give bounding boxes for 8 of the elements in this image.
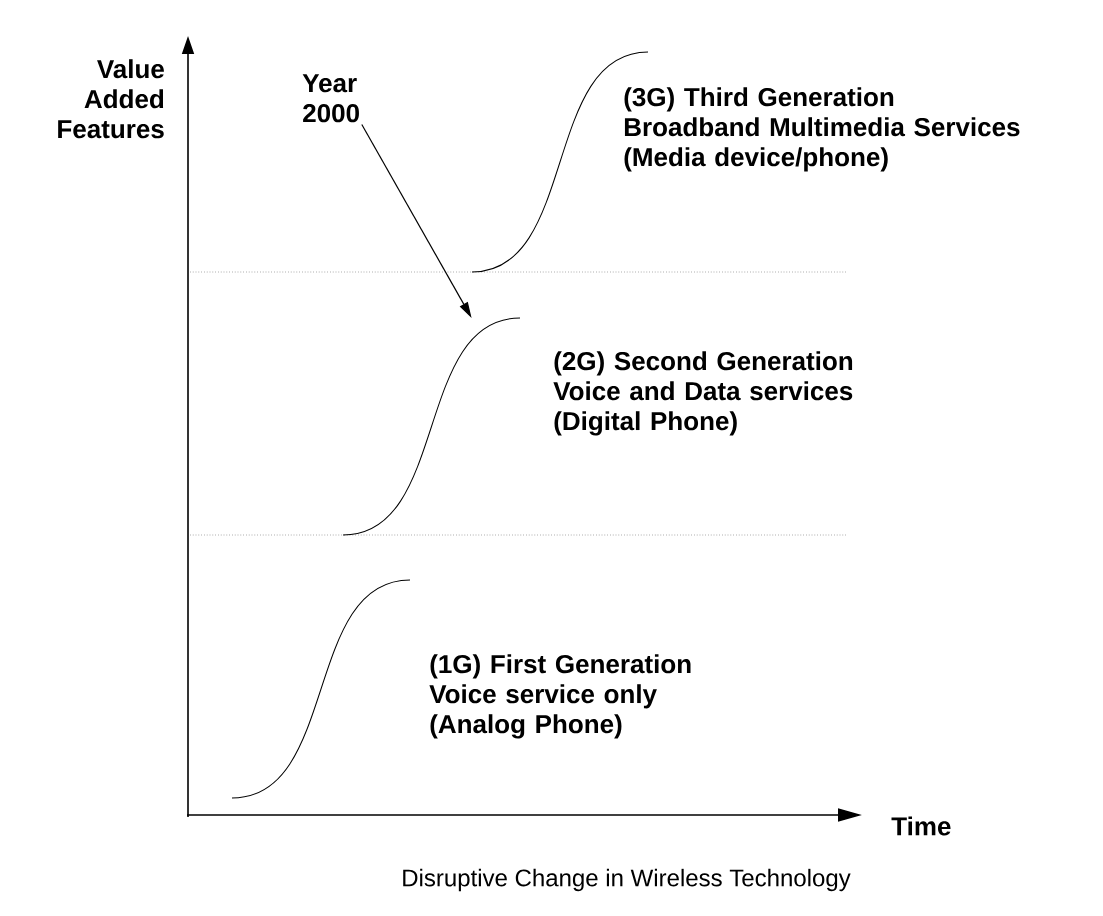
year-label: Year 2000 [302,74,359,123]
generation-label: (2G) Second Generation Voice and Data services (Digital Phone) [553,351,853,436]
axis-label: Value Added Features [58,59,164,139]
generation-label: (1G) First Generation Voice service only (Analog Phone) [429,654,691,739]
generation-label: (3G) Third Generation Broadband Multimedia Services (Media device/phone) [624,87,1020,172]
axis-label: Time [891,816,951,836]
caption: Disruptive Change in Wireless Technology [403,868,851,892]
s-curve [342,317,521,536]
